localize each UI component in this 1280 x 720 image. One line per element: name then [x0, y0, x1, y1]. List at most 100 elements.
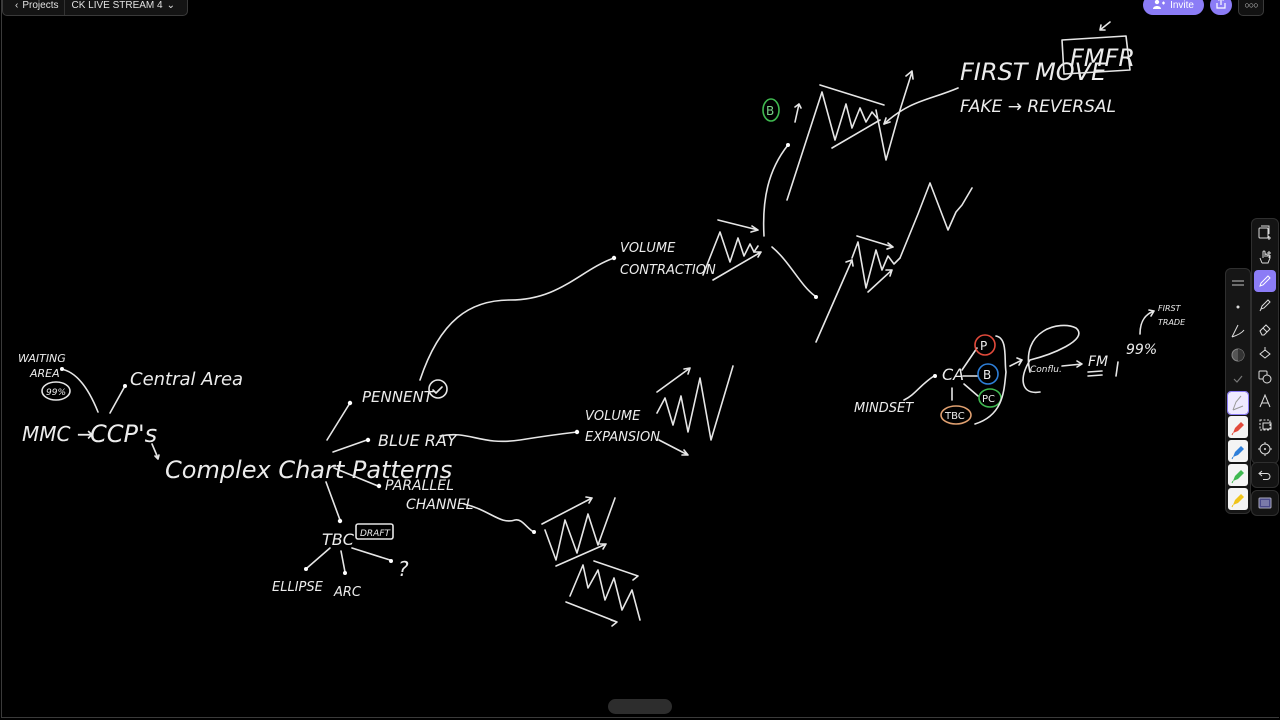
mindset-cluster: MINDSET CA P B PC TBC Conflu. FM 99% FIR…	[854, 304, 1186, 425]
tbc-label: TBC	[322, 530, 355, 549]
shapes-tool[interactable]	[1254, 366, 1276, 388]
eraser-icon	[1259, 324, 1271, 336]
connector	[109, 385, 126, 414]
undo-icon	[1258, 470, 1271, 480]
waiting-area-label-2: AREA	[29, 367, 60, 380]
project-name: CK LIVE STREAM 4	[71, 0, 163, 11]
second-breakout-sketch	[815, 182, 973, 343]
hand-tool[interactable]	[1254, 246, 1276, 268]
breakout-sketch: B	[762, 70, 959, 201]
invite-label: Invite	[1170, 0, 1194, 11]
back-to-projects-button[interactable]: ‹ Projects	[9, 0, 64, 15]
fmfr-box	[1061, 35, 1131, 75]
curve-icon	[1231, 324, 1245, 338]
share-button[interactable]	[1210, 0, 1232, 15]
text-icon	[1259, 394, 1271, 408]
volume-expansion-label-2: EXPANSION	[585, 430, 660, 445]
panel-icon	[1258, 497, 1272, 509]
divider	[64, 0, 66, 15]
confluence-label: Conflu.	[1030, 365, 1062, 375]
undo-button[interactable]	[1251, 462, 1279, 488]
smoothing-option[interactable]	[1228, 368, 1248, 390]
first-trade-label-1: FIRST	[1158, 304, 1182, 313]
waiting-pct: 99%	[46, 388, 66, 398]
red-pen-icon	[1231, 422, 1244, 436]
chevron-left-icon: ‹	[15, 0, 19, 11]
pen-tool[interactable]	[1254, 270, 1276, 292]
b-badge: B	[766, 104, 774, 118]
dot-icon	[1236, 305, 1240, 309]
left-cluster: WAITING AREA 99% Central Area MMC → CCP'…	[18, 352, 452, 484]
red-pen-option[interactable]	[1228, 416, 1248, 438]
laser-pointer-tool[interactable]	[1254, 438, 1276, 460]
hand-plus-icon	[1259, 250, 1271, 264]
lasso-select-icon	[1259, 419, 1272, 431]
white-pen-icon	[1232, 395, 1244, 411]
volume-contraction-label-1: VOLUME	[620, 241, 676, 256]
volume-contraction: VOLUME CONTRACTION	[419, 143, 818, 381]
mmc-label: MMC →	[22, 422, 94, 446]
question-label: ?	[398, 557, 409, 581]
add-frame-icon	[1258, 225, 1271, 240]
add-frame-tool[interactable]	[1254, 222, 1276, 244]
fm-label: FM	[1088, 354, 1108, 370]
fill-icon	[1259, 347, 1271, 359]
panel-toggle-button[interactable]	[1251, 490, 1279, 516]
pct-label: 99%	[1126, 342, 1157, 358]
text-tool[interactable]	[1254, 390, 1276, 412]
opacity-icon	[1231, 348, 1245, 362]
draft-box	[355, 523, 394, 540]
top-bar-right: Invite ○○○	[1143, 0, 1264, 16]
more-options-button[interactable]: ○○○	[1238, 0, 1264, 16]
check-icon	[432, 386, 443, 394]
ca-label: CA	[942, 365, 964, 384]
ellipse-label: ELLIPSE	[272, 580, 324, 595]
yellow-pen-option[interactable]	[1228, 488, 1248, 510]
tbc-mini-label: TBC	[944, 411, 965, 422]
parallel-label: PARALLEL	[385, 478, 454, 494]
first-trade-label-2: TRADE	[1158, 318, 1186, 327]
top-bar-left: ‹ Projects CK LIVE STREAM 4 ⌄	[2, 0, 188, 16]
pc-label: PC	[982, 394, 995, 405]
yellow-pen-icon	[1231, 494, 1244, 508]
mindset-label: MINDSET	[854, 401, 914, 416]
blue-pen-icon	[1231, 446, 1244, 460]
p-circle	[974, 334, 996, 356]
volume-contraction-label-2: CONTRACTION	[620, 263, 716, 278]
parallel-channel	[463, 496, 641, 627]
blue-ray-label: BLUE RAY	[378, 431, 458, 450]
opacity-option[interactable]	[1228, 344, 1248, 366]
share-icon	[1215, 0, 1227, 14]
pennent-check-circle	[428, 379, 448, 399]
volume-expansion: VOLUME EXPANSION	[439, 365, 734, 456]
pen-icon	[1259, 275, 1271, 287]
eraser-tool[interactable]	[1254, 318, 1276, 340]
channel-label: CHANNEL	[406, 497, 473, 513]
blue-pen-option[interactable]	[1228, 440, 1248, 462]
dot-size-option[interactable]	[1228, 296, 1248, 318]
waiting-pct-circle	[41, 381, 71, 401]
menu-lines-icon	[1232, 280, 1244, 286]
first-move-label: FIRST MOVE	[960, 58, 1107, 86]
green-pen-icon	[1231, 470, 1244, 484]
arc-label: ARC	[333, 585, 362, 600]
fill-tool[interactable]	[1254, 342, 1276, 364]
white-pen-option[interactable]	[1227, 391, 1249, 415]
drag-handle[interactable]	[1228, 272, 1248, 294]
select-tool[interactable]	[1254, 414, 1276, 436]
ccps-label: CCP's	[90, 420, 157, 448]
more-icon: ○○○	[1244, 0, 1258, 10]
laser-pointer-icon	[1258, 442, 1272, 456]
bottom-scroll-handle[interactable]	[608, 699, 672, 714]
curve-style-option[interactable]	[1228, 320, 1248, 342]
pennent-label: PENNENT	[362, 388, 435, 406]
b-circle	[977, 363, 999, 385]
highlighter-tool[interactable]	[1254, 294, 1276, 316]
highlighter-icon	[1259, 299, 1271, 312]
project-name-dropdown[interactable]: CK LIVE STREAM 4 ⌄	[65, 0, 181, 15]
shapes-icon	[1258, 370, 1272, 384]
green-pen-option[interactable]	[1228, 464, 1248, 486]
invite-button[interactable]: Invite	[1143, 0, 1204, 15]
